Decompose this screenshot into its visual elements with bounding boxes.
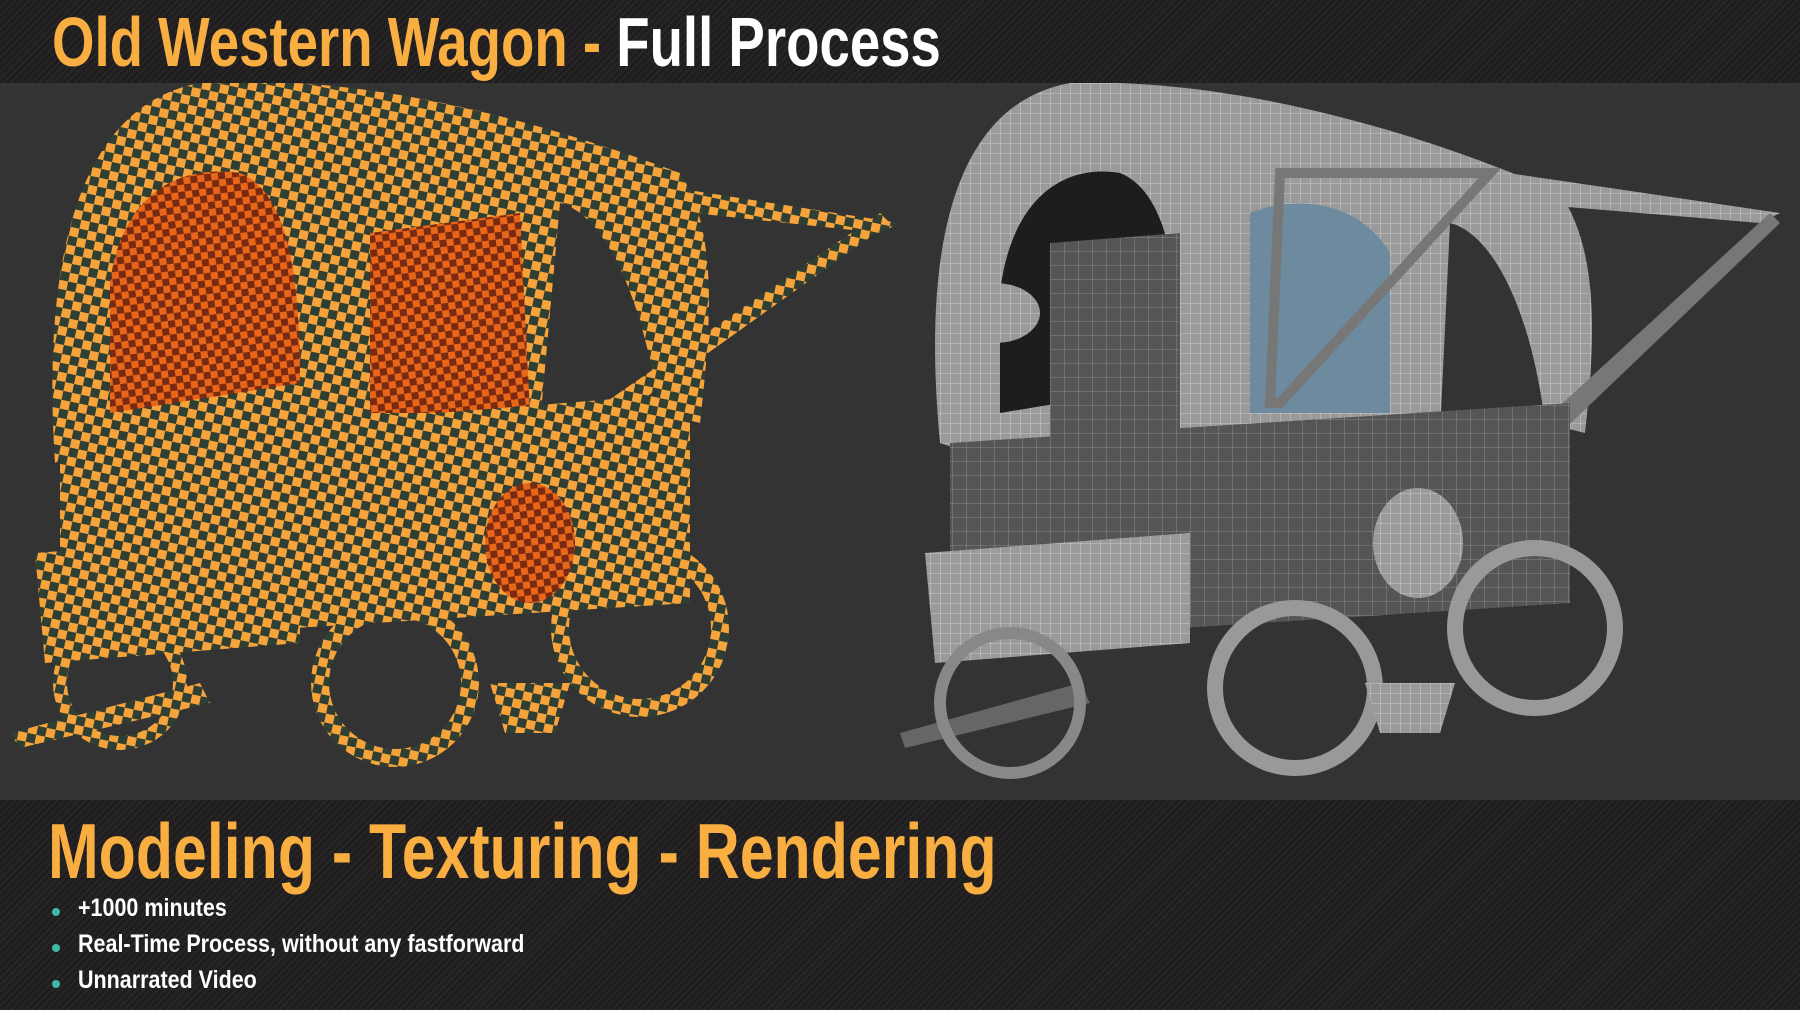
- title-part-1: Old Western Wagon -: [52, 3, 602, 81]
- footer-band: [0, 800, 1800, 1010]
- bullet-text: Unnarrated Video: [78, 965, 257, 994]
- subtitle: Modeling - Texturing - Rendering: [48, 807, 997, 895]
- bullet-icon: [52, 980, 60, 988]
- checker-wagon-image: [10, 83, 900, 767]
- feature-list: +1000 minutes Real-Time Process, without…: [52, 890, 597, 998]
- bullet-icon: [52, 908, 60, 916]
- bullet-icon: [52, 944, 60, 952]
- bullet-text: +1000 minutes: [78, 893, 227, 922]
- list-item: +1000 minutes: [52, 890, 597, 926]
- page-title: Old Western Wagon - Full Process: [52, 2, 941, 82]
- header-band: [0, 0, 1800, 83]
- title-part-2: Full Process: [616, 3, 941, 81]
- render-stage: [0, 83, 1800, 800]
- list-item: Real-Time Process, without any fastforwa…: [52, 926, 597, 962]
- bullet-text: Real-Time Process, without any fastforwa…: [78, 929, 525, 958]
- wagon-renders: [10, 83, 1780, 779]
- wireframe-wagon-image: [900, 83, 1780, 779]
- list-item: Unnarrated Video: [52, 962, 597, 998]
